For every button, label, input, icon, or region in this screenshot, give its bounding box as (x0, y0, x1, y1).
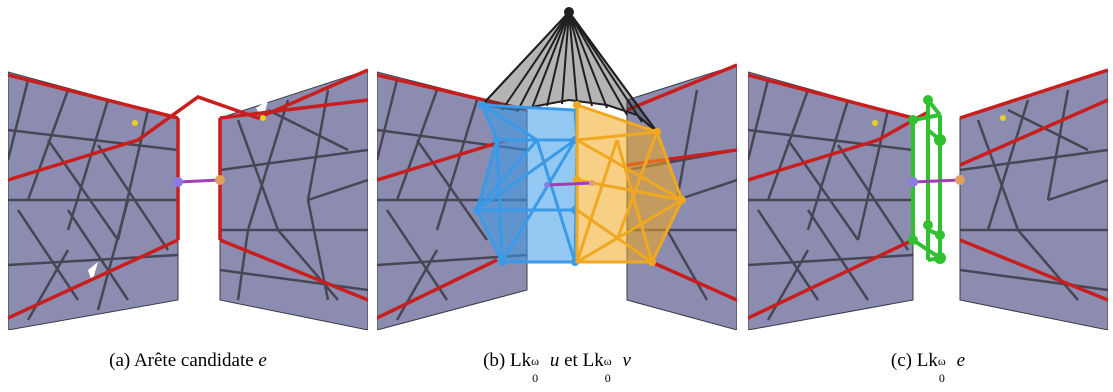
lk-sup: ω (937, 354, 946, 368)
candidate-edge-e (132, 115, 266, 187)
panel-c-edge-link (748, 0, 1108, 330)
panel-a-illustration (8, 68, 368, 330)
caption-a-var: e (258, 350, 267, 371)
caption-a-text: Arête candidate (133, 350, 254, 371)
caption-a-label: (a) (109, 350, 131, 371)
lk-base: Lk (510, 350, 532, 371)
lk-sub: 0 (938, 371, 945, 385)
lk-sup: ω (603, 354, 612, 368)
left-mesh-block (8, 71, 179, 330)
caption-a: (a) Arête candidate e (8, 350, 368, 372)
caption-b-var1: u (549, 350, 560, 371)
candidate-edge-e (872, 115, 1006, 187)
caption-b-join: et (564, 350, 578, 371)
candidate-edge-e (544, 180, 595, 188)
lk-sub: 0 (604, 371, 611, 385)
link-v (573, 101, 686, 266)
panel-b-vertex-links (377, 0, 737, 330)
caption-b-var2: v (622, 350, 631, 371)
boundary-lines (377, 63, 737, 320)
panel-c-illustration (748, 68, 1108, 330)
caption-c-label: (c) (890, 350, 913, 371)
caption-c-var: e (956, 350, 966, 371)
left-mesh-block (748, 71, 914, 330)
panel-a-candidate-edge (8, 0, 368, 330)
lk-base: Lk (582, 350, 604, 371)
lk-sub: 0 (532, 371, 539, 385)
lk-base: Lk (916, 350, 938, 371)
right-mesh-block (219, 69, 368, 330)
apex-cone (479, 7, 658, 133)
lk-sup: ω (531, 354, 540, 368)
panel-b-illustration (377, 7, 737, 330)
caption-b-label: (b) (483, 350, 506, 371)
boundary-lines (8, 68, 368, 320)
